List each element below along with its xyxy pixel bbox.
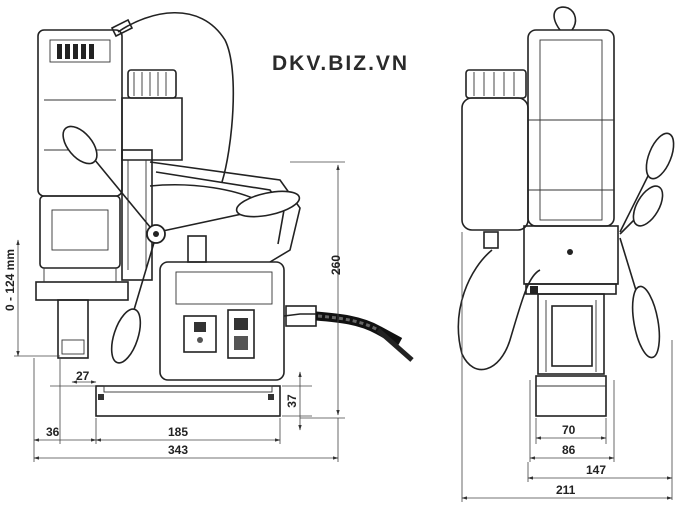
side-coolant-bottle: [461, 97, 529, 231]
magnet-switch: [227, 309, 255, 359]
side-magnetic-base: [535, 375, 607, 417]
brand-text: DKV.BIZ.VN: [272, 52, 409, 75]
side-motor-housing: [527, 29, 615, 227]
dim-body-width-label: 147: [586, 463, 606, 477]
side-spindle: [537, 293, 605, 375]
front-view-dimensions: 260 0 - 124 mm 27 37 36 185 343: [3, 161, 345, 462]
spindle: [57, 299, 89, 359]
vent-slots-icon: [57, 44, 94, 59]
side-handle-middle: [619, 185, 664, 235]
dim-base-length-label: 185: [168, 425, 188, 439]
side-gearbox: [523, 225, 619, 285]
dim-base-width-label: 86: [562, 443, 576, 457]
dim-total-width-label: 211: [556, 483, 576, 497]
feed-handle-upper: [62, 125, 156, 234]
power-switch: [183, 315, 217, 353]
column-slide: [121, 149, 153, 281]
side-view-dimensions: 70 86 147 211: [461, 232, 673, 502]
gearbox: [39, 195, 121, 269]
dim-spindle-width-label: 70: [562, 423, 576, 437]
dim-offset-label: 27: [76, 369, 90, 383]
dim-left-offset-label: 36: [46, 425, 60, 439]
motor-housing: [37, 29, 123, 197]
side-handle-upper: [619, 132, 675, 233]
side-view-drill: [457, 6, 675, 417]
coolant-bottle: [121, 97, 183, 161]
side-bottle-cap: [465, 69, 527, 99]
dim-stroke-label: 0 - 124 mm: [3, 249, 17, 311]
magnetic-base: [95, 385, 281, 417]
side-handle-lower: [619, 237, 661, 359]
dim-height-label: 260: [329, 255, 343, 275]
feed-handle-right: [157, 190, 301, 233]
dim-total-length-label: 343: [168, 443, 188, 457]
front-view-drill: [35, 11, 414, 417]
coolant-bottle-cap: [127, 69, 177, 99]
feed-handle-lower: [110, 235, 157, 364]
dim-base-height-label: 37: [285, 394, 299, 408]
control-box: [159, 261, 285, 381]
